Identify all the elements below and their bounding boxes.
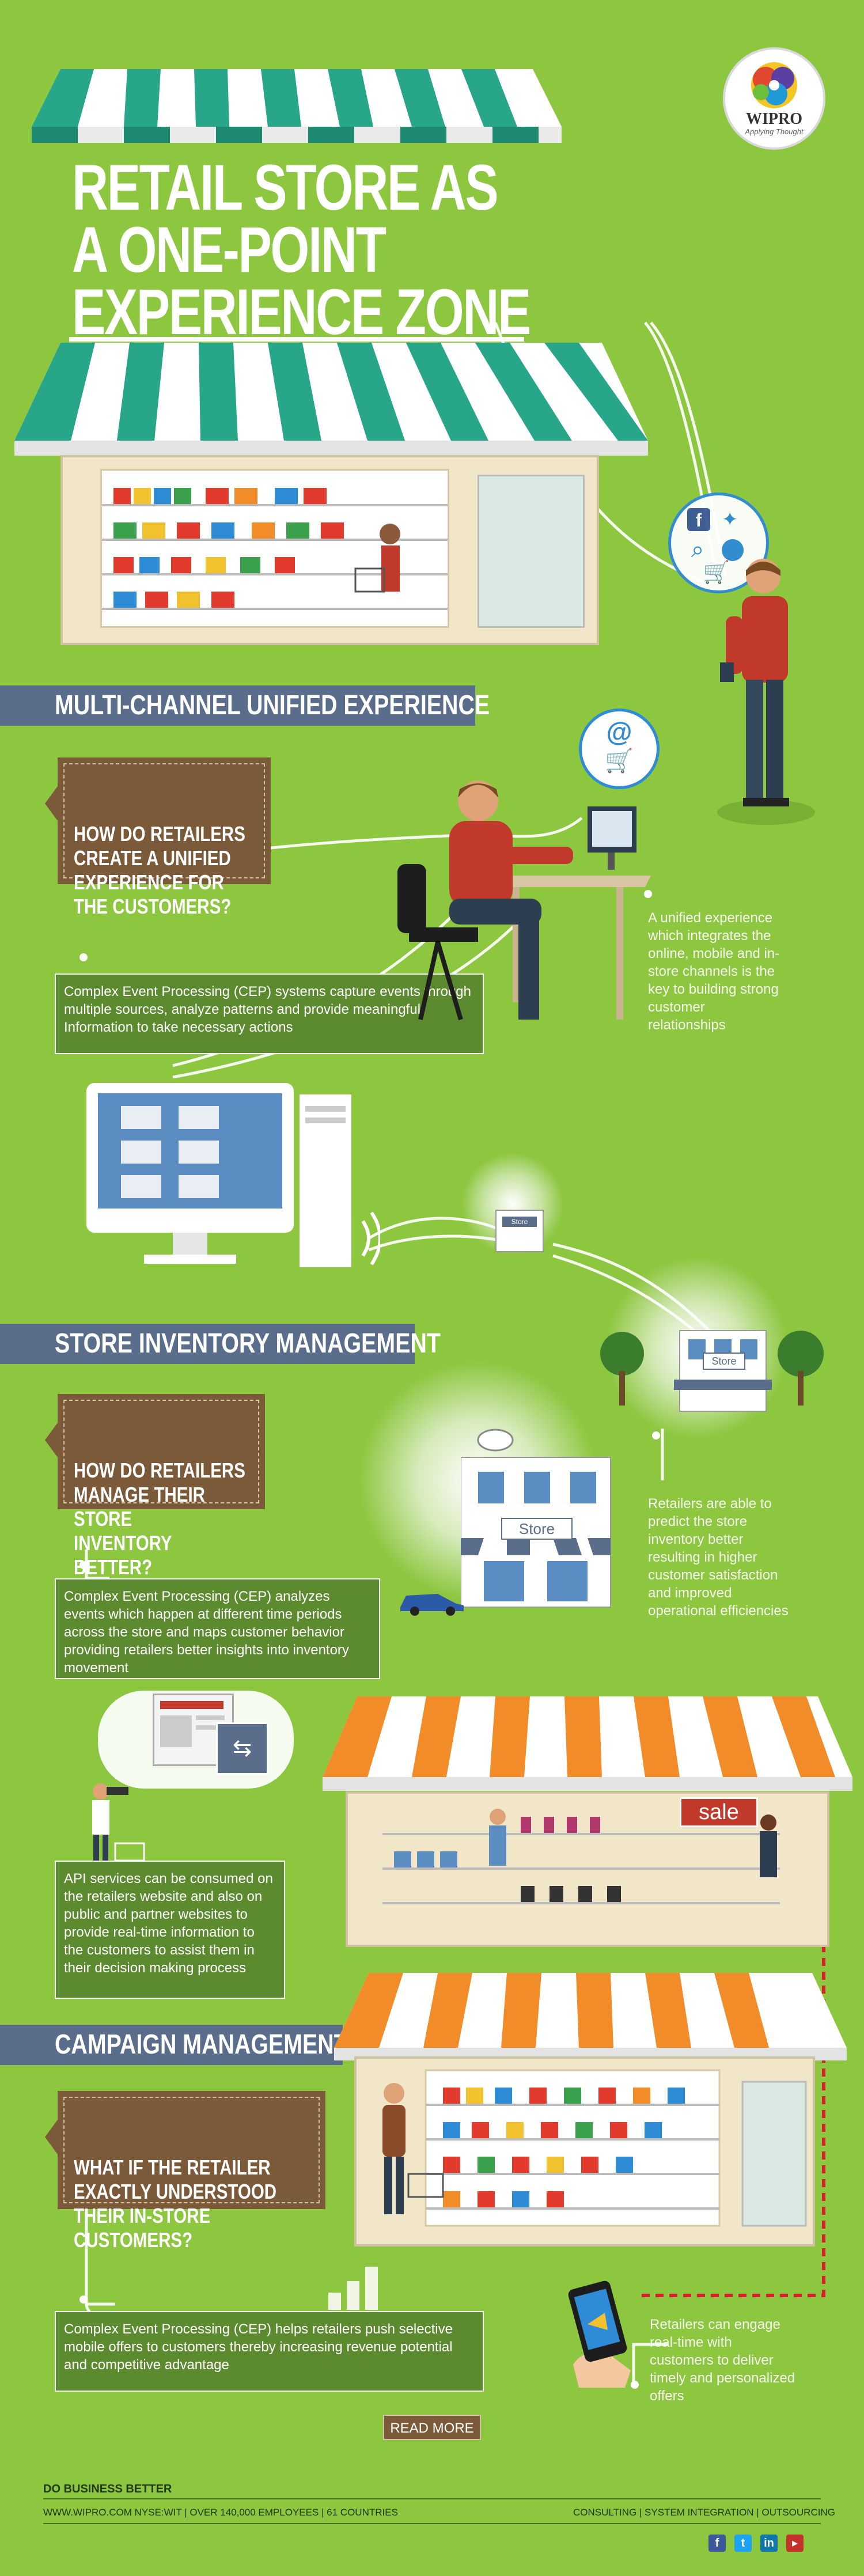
store-awning-orange-1: [323, 1696, 852, 1791]
answer-box-multichannel: Complex Event Processing (CEP) systems c…: [55, 973, 484, 1054]
cart-icon: 🛒: [703, 560, 730, 585]
store-3-facade: [354, 2056, 815, 2247]
title-line-1: RETAIL STORE AS: [72, 151, 499, 223]
answer-box-campaign: Complex Event Processing (CEP) helps ret…: [55, 2311, 484, 2392]
store-1-facade: [60, 455, 599, 645]
routing-icon: ⇆: [216, 1722, 268, 1775]
connector-dot: [79, 953, 88, 961]
dribbble-icon: [722, 539, 744, 561]
footer-divider: [43, 2498, 821, 2499]
mobile-offer-phone: [568, 2280, 631, 2388]
wipro-wordmark: WIPRO: [746, 110, 802, 128]
binocular-man-with-cart: [92, 1783, 145, 1863]
desktop-shopper-illustration: [397, 781, 651, 1021]
store-sign: Store: [502, 1217, 537, 1227]
title-underline: [69, 337, 524, 342]
read-more-button[interactable]: READ MORE: [383, 2415, 481, 2440]
store-awning-teal: [14, 343, 648, 456]
store-with-trees: [600, 1330, 824, 1412]
connector-dot: [644, 890, 652, 898]
answer-box-inventory: Complex Event Processing (CEP) analyzes …: [55, 1578, 380, 1679]
footer-divider: [43, 2523, 821, 2524]
connector-dot: [652, 1431, 660, 1439]
connector-dot: [79, 1561, 88, 1569]
connector-dot: [631, 2381, 639, 2389]
big-store-with-satellite: [461, 1429, 611, 1608]
footer-slogan: DO BUSINESS BETTER: [43, 2483, 172, 2495]
question-tag-campaign: WHAT IF THE RETAILER EXACTLY UNDERSTOOD …: [58, 2091, 325, 2252]
store-awning-orange-2: [334, 1973, 847, 2060]
store-1-glass-door: [478, 475, 585, 628]
facebook-icon[interactable]: f: [708, 2535, 726, 2552]
footer-left-text: WWW.WIPRO.COM NYSE:WIT | OVER 140,000 EM…: [43, 2507, 398, 2518]
section-heading-campaign: CAMPAIGN MANAGEMENT: [0, 2025, 348, 2065]
standing-man-with-phone: [717, 559, 815, 825]
note-campaign: Retailers can engage real-time with cust…: [650, 2317, 795, 2404]
top-awning: [32, 69, 562, 143]
title-line-2: A ONE-POINT: [72, 214, 386, 286]
magnifier-icon: ⌕: [691, 537, 704, 562]
store-sign: Store: [501, 1518, 573, 1540]
sale-sign: sale: [680, 1797, 758, 1827]
store-1-shelves: [100, 469, 449, 628]
youtube-icon[interactable]: ▶: [786, 2535, 804, 2552]
note-multichannel: A unified experience which integrates th…: [648, 910, 780, 1033]
car-illustration: [400, 1594, 464, 1616]
wipro-flower-icon: [751, 62, 797, 108]
store-system-computer: [86, 1083, 380, 1267]
linkedin-icon[interactable]: in: [760, 2535, 778, 2552]
note-inventory: Retailers are able to predict the store …: [648, 1496, 789, 1619]
social-bubble: f ✦ ⌕ 🛒: [668, 493, 769, 593]
wipro-tagline: Applying Thought: [745, 127, 804, 136]
connector-dot: [79, 2295, 88, 2304]
question-tag-multichannel: HOW DO RETAILERS CREATE A UNIFIED EXPERI…: [58, 757, 271, 918]
online-shopping-bubble: @ 🛒: [579, 709, 660, 789]
twitter-icon: ✦: [722, 509, 738, 531]
twitter-icon[interactable]: t: [734, 2535, 752, 2552]
footer-right-text: CONSULTING | SYSTEM INTEGRATION | OUTSOU…: [573, 2507, 835, 2518]
small-store-1: Store: [495, 1210, 544, 1252]
bar-chart-graphic: [328, 2267, 378, 2310]
at-sign-icon: @: [606, 717, 632, 747]
store-sign: Store: [703, 1353, 745, 1370]
question-tag-inventory: HOW DO RETAILERS MANAGE THEIR STORE INVE…: [58, 1394, 265, 1579]
facebook-icon: f: [687, 508, 710, 531]
section-heading-inventory: STORE INVENTORY MANAGEMENT: [0, 1324, 441, 1364]
wipro-logo[interactable]: WIPRO Applying Thought: [723, 47, 825, 150]
cart-icon: 🛒: [605, 748, 634, 774]
api-services-box: API services can be consumed on the reta…: [55, 1861, 285, 1999]
title-line-3: EXPERIENCE ZONE: [72, 276, 531, 348]
section-heading-multichannel: MULTI-CHANNEL UNIFIED EXPERIENCE: [0, 685, 490, 726]
